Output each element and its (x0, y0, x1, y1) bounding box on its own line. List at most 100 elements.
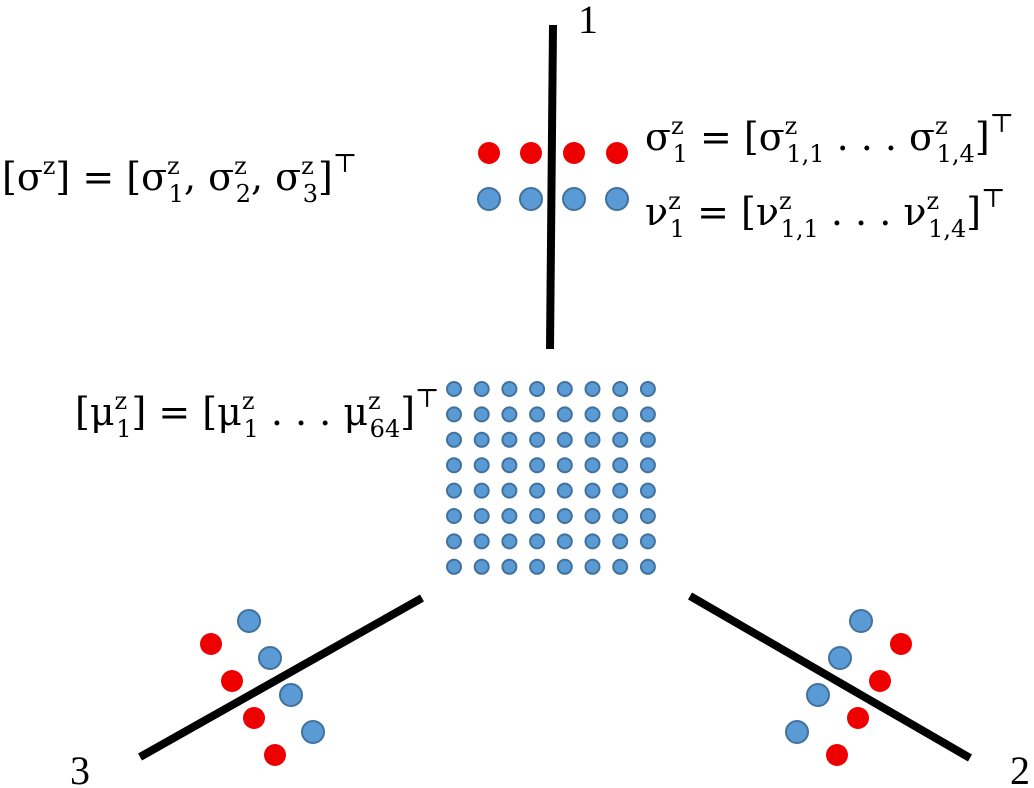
mu-grid-node (529, 508, 546, 524)
mu-grid-node (446, 381, 462, 397)
mu-grid-node (473, 558, 490, 575)
sigma-1-d: ] (975, 115, 990, 159)
mu-grid-node (473, 457, 490, 474)
sigma-all-close: ] (318, 155, 333, 199)
nu-1-c: . . . ν (819, 190, 927, 234)
nu-1-transpose: ⊤ (981, 184, 1005, 214)
sigma-1-c: . . . σ (824, 115, 935, 159)
mu-grid-node (556, 508, 573, 524)
mu-grid-node (473, 533, 490, 550)
arm-1-nodes (477, 142, 629, 211)
sigma-1-transpose: ⊤ (990, 109, 1014, 139)
mu-grid-node (501, 457, 518, 474)
mu-grid-node (446, 457, 462, 474)
mu-grid-node (473, 508, 490, 524)
sigma-all-mid: ] = [σ (55, 155, 167, 199)
arm-1-nu-node (562, 187, 586, 211)
mu-grid-node (612, 508, 629, 524)
mu-grid-node (529, 533, 546, 550)
mu-grid-node (556, 533, 573, 550)
mu-grid-node (446, 406, 462, 423)
mu-1-b: ] = [μ (131, 390, 241, 434)
mu-grid-node (639, 533, 656, 550)
nu-1-a-sub: 1 (670, 215, 685, 243)
mu-grid-node (529, 482, 546, 499)
arm-2-sigma-node (826, 744, 848, 766)
nu-1-c-sub: 1,4 (928, 215, 966, 243)
mu-grid-node (612, 482, 629, 499)
mu-grid-node (446, 558, 462, 575)
mu-grid-node (612, 406, 629, 423)
mu-grid-node (446, 533, 462, 550)
mu-grid-node (501, 431, 518, 448)
mu-grid-node (529, 431, 546, 448)
mu-grid-node (584, 431, 601, 448)
arm-3-sigma-node (221, 670, 243, 692)
arm-1-sigma-node (563, 142, 585, 164)
mu-grid-node (584, 381, 601, 397)
arm-2-nu-node (806, 683, 830, 707)
mu-grid-node (446, 431, 462, 448)
mu-grid-node (612, 457, 629, 474)
mu-grid-node (473, 381, 490, 397)
mu-grid-node (639, 381, 656, 397)
sigma-all-item3-sub: 3 (303, 180, 318, 208)
nu-1-b-sup: z (779, 187, 792, 215)
mu-grid-node (612, 381, 629, 397)
mu-1-transpose: ⊤ (415, 384, 439, 414)
arm-3-sigma-node (243, 707, 265, 729)
mu-grid-node (501, 508, 518, 524)
mu-grid-nodes (446, 381, 656, 575)
arm-2-sigma-node (869, 670, 891, 692)
sigma-1-a-sup: z (671, 112, 684, 140)
sigma-1-a: σ (645, 115, 671, 159)
arm-3-label: 3 (70, 748, 90, 788)
sigma-all-item3-sup: z (301, 152, 314, 180)
mu-grid-node (639, 558, 656, 575)
arm-3-nodes (200, 609, 325, 766)
sigma-all-sep1: , σ (184, 155, 234, 199)
arm-3-nu-node (237, 609, 261, 633)
mu-grid-node (501, 558, 518, 575)
mu-grid-node (473, 482, 490, 499)
sigma-all-item1-sup: z (167, 152, 180, 180)
mu-grid-node (501, 381, 518, 397)
arm-1-sigma-node (606, 142, 628, 164)
mu-1-d: ] (400, 390, 415, 434)
sigma-1-b-sup: z (785, 112, 798, 140)
sigma-1-b: = [σ (688, 115, 785, 159)
arm-1-nu-node (605, 187, 629, 211)
arm-2-nu-node (785, 720, 809, 744)
arm-1-sigma-node (478, 142, 500, 164)
mu-grid-node (556, 457, 573, 474)
mu-grid-node (556, 482, 573, 499)
arm-1-nu-node (477, 187, 501, 211)
mu-grid-node (501, 406, 518, 423)
mu-grid-node (473, 431, 490, 448)
mu-grid-node (556, 406, 573, 423)
sigma-all-transpose: ⊤ (333, 149, 357, 179)
nu-1-a: ν (645, 190, 668, 234)
mu-grid-node (529, 457, 546, 474)
mu-1-a: [μ (75, 390, 115, 434)
mu-grid-node (529, 406, 546, 423)
mu-grid-node (639, 457, 656, 474)
sigma-all-item2-sub: 2 (236, 180, 251, 208)
mu-grid-node (473, 406, 490, 423)
sigma-all-sep2: , σ (251, 155, 301, 199)
sigma-1-b-sub: 1,1 (786, 140, 824, 168)
arm-2-line (687, 592, 973, 762)
sigma-1-c-sub: 1,4 (937, 140, 975, 168)
mu-1-a-sup: z (115, 387, 128, 415)
mu-grid-node (501, 533, 518, 550)
mu-grid-node (584, 533, 601, 550)
arm-3-sigma-node (200, 633, 222, 655)
nu-1-c-sup: z (926, 187, 939, 215)
mu-grid-node (639, 406, 656, 423)
arm-1-label: 1 (578, 0, 598, 42)
